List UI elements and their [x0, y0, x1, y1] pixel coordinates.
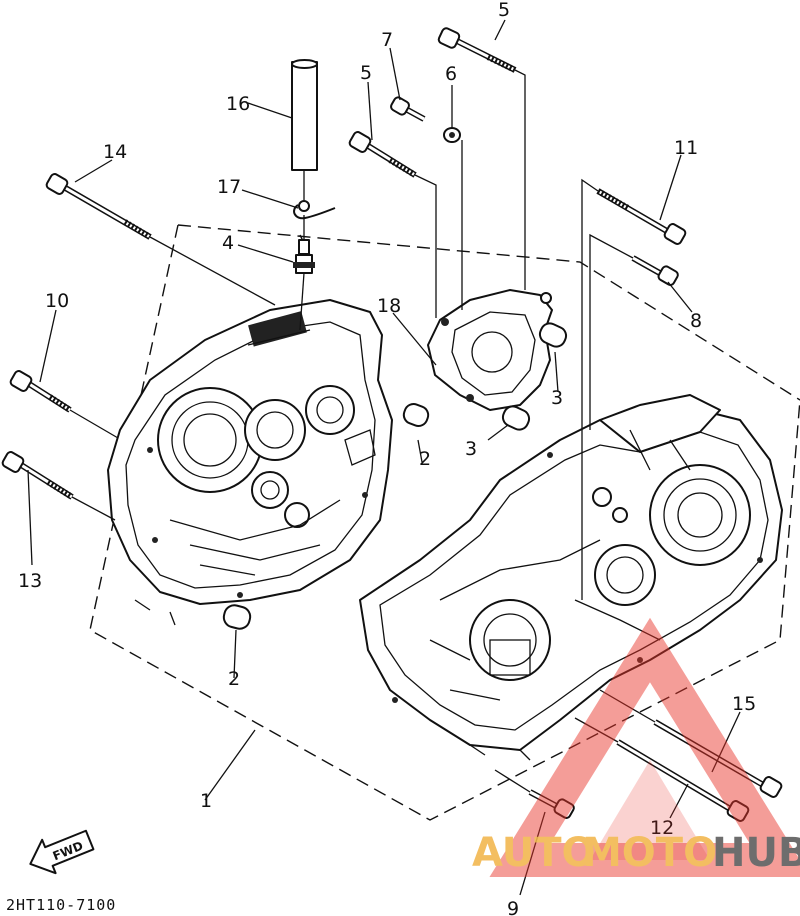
- dowel-3-lower: [501, 405, 531, 431]
- dowel-3-upper: [538, 322, 568, 348]
- washer-6: [443, 127, 461, 143]
- bolt-10: [9, 370, 72, 413]
- part-number-labels: 16 17 4 14 10 13 5 5 7 6 18 11 8 3 3 2 2…: [18, 0, 756, 916]
- dowel-pins: [222, 322, 568, 630]
- bolt-14: [45, 173, 152, 240]
- label-17: 17: [217, 176, 241, 198]
- label-9: 9: [507, 898, 519, 916]
- bolt-15: [653, 719, 783, 798]
- right-crankcase-half: [359, 394, 783, 761]
- diagram-code: 2HT110-7100: [6, 896, 116, 914]
- bolt-11: [596, 188, 687, 245]
- label-5-upper: 5: [498, 0, 510, 21]
- label-1: 1: [200, 790, 212, 812]
- automotohub-watermark: AUTO MOTO HUB: [472, 617, 800, 877]
- label-2-lower: 2: [228, 668, 240, 690]
- bolt-12: [616, 739, 750, 822]
- label-6: 6: [445, 63, 457, 85]
- bolt-5-upper: [437, 27, 517, 73]
- label-18: 18: [377, 295, 401, 317]
- label-4: 4: [222, 232, 234, 254]
- label-13: 13: [18, 570, 42, 592]
- label-7: 7: [381, 29, 393, 51]
- label-3-lower: 3: [465, 438, 477, 460]
- dowel-2-lower: [222, 604, 252, 630]
- label-8: 8: [690, 310, 702, 332]
- label-14: 14: [103, 141, 127, 163]
- breather-pipe-16: [291, 59, 318, 171]
- bolt-13: [1, 451, 74, 500]
- clip-17: [293, 200, 336, 220]
- bolt-9: [528, 789, 575, 819]
- label-10: 10: [45, 290, 69, 312]
- dowel-2-upper: [402, 403, 430, 427]
- bolts: [1, 27, 783, 822]
- fitting-4: [293, 239, 315, 274]
- watermark-word-moto: MOTO: [582, 830, 717, 876]
- label-12: 12: [650, 817, 674, 839]
- label-16: 16: [226, 93, 250, 115]
- label-3-upper: 3: [551, 387, 563, 409]
- bolt-5-lower: [348, 131, 417, 178]
- watermark-word-auto: AUTO: [472, 830, 596, 876]
- watermark-word-hub: HUB: [712, 830, 800, 876]
- forward-direction-arrow: FWD: [29, 829, 95, 875]
- bolt-8: [631, 255, 679, 286]
- part-18-cover: [427, 289, 553, 411]
- label-11: 11: [674, 137, 698, 159]
- label-15: 15: [732, 693, 756, 715]
- left-crankcase-half: [107, 299, 393, 626]
- label-2-upper: 2: [419, 448, 431, 470]
- watermark-triangle-logo: [489, 617, 800, 877]
- leader-lines: [27, 19, 741, 896]
- bolt-7: [390, 96, 426, 122]
- label-5-lower: 5: [360, 62, 372, 84]
